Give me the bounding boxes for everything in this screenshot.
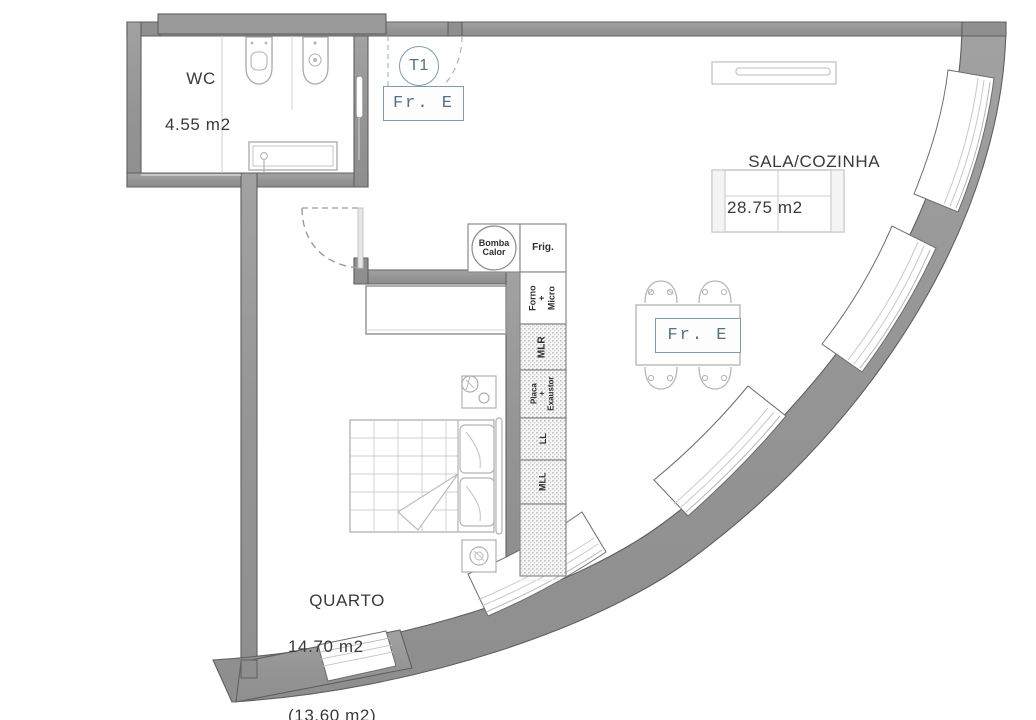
shower-column-fixture [355, 75, 364, 160]
toilet-fixture [245, 36, 273, 85]
front-door-tag-label: Fr. E [392, 94, 454, 113]
bedroom-furniture [349, 285, 507, 573]
bathroom-fixtures [221, 36, 364, 173]
unit-bancada-2 [519, 459, 567, 505]
unit-type-tag[interactable]: T1 [399, 46, 439, 86]
wardrobe-furniture [365, 285, 507, 335]
unit-mlr [519, 323, 567, 371]
unit-bancada-3 [519, 503, 567, 577]
unit-bancada-1 [519, 417, 567, 461]
wall-bedroom-bottom-corner [240, 659, 258, 679]
window-wc-top [157, 13, 387, 35]
window-curved-3 [653, 385, 787, 517]
unit-frigorifico [519, 223, 567, 273]
sofa-furniture [711, 169, 845, 233]
unit-type-tag-label: T1 [409, 57, 429, 74]
double-bed-furniture [349, 417, 503, 535]
dining-table-tag[interactable]: Fr. E [655, 318, 741, 353]
vanity-sink-fixture [248, 141, 338, 172]
wall-entrance-jamb [447, 21, 463, 37]
unit-placa-exaustor [519, 369, 567, 419]
door-bedroom [301, 207, 364, 269]
window-bedroom-bottom [317, 630, 397, 682]
window-curved-2 [821, 225, 937, 373]
wall-top-right-corner [961, 21, 1007, 37]
wall-kitchen-partition [505, 269, 521, 581]
wall-bedroom-left [240, 172, 258, 677]
dining-table-tag-label: Fr. E [667, 326, 729, 345]
wall-left-exterior-upper [126, 21, 142, 186]
nightstand-furniture [461, 375, 497, 409]
sideboard-furniture [711, 61, 837, 85]
construction-lines [141, 174, 560, 581]
front-door-tag[interactable]: Fr. E [383, 86, 464, 121]
unit-forno-micro [519, 271, 567, 325]
bidet-fixture [302, 36, 329, 85]
wall-curved-exterior [212, 21, 1007, 703]
kitchen-units [467, 223, 567, 577]
nightstand-furniture [461, 539, 497, 573]
